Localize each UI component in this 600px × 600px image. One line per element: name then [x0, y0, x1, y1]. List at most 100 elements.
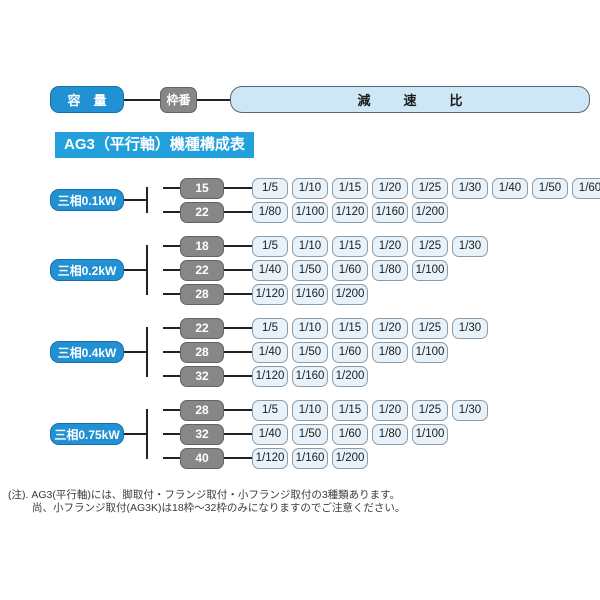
ratio-box: 1/60 — [332, 423, 368, 445]
ratio-box: 1/5 — [252, 235, 288, 257]
legend-strip: 容 量 枠番 減 速 比 — [50, 86, 590, 113]
ratio-connector-line — [224, 187, 252, 189]
ratio-box: 1/160 — [292, 447, 328, 469]
ratio-box: 1/30 — [452, 177, 488, 199]
frame-box: 18 — [180, 235, 224, 257]
ratio-connector-line — [224, 457, 252, 459]
capacity-connector-line — [124, 269, 147, 271]
ratio-box: 1/25 — [412, 317, 448, 339]
ratio-box: 1/10 — [292, 317, 328, 339]
ratio-box: 1/80 — [372, 341, 408, 363]
footnote-line-1: (注). AG3(平行軸)には、脚取付・フランジ取付・小フランジ取付の3種類あり… — [8, 489, 401, 501]
ratio-box: 1/80 — [372, 423, 408, 445]
ratio-box: 1/5 — [252, 177, 288, 199]
capacity-connector-line — [124, 351, 147, 353]
legend-connector-line — [124, 98, 160, 101]
ratio-box: 1/15 — [332, 317, 368, 339]
branch-lines — [124, 176, 163, 224]
ratio-box: 1/25 — [412, 399, 448, 421]
frame-box: 32 — [180, 423, 224, 445]
ratio-box: 1/120 — [252, 447, 288, 469]
ratio-box: 1/10 — [292, 177, 328, 199]
ratio-box: 1/100 — [412, 423, 448, 445]
ratio-connector-line — [224, 211, 252, 213]
ratio-connector-line — [224, 269, 252, 271]
ratio-connector-line — [224, 409, 252, 411]
ratio-box: 1/40 — [252, 259, 288, 281]
frame-box: 28 — [180, 399, 224, 421]
frame-connector-line — [163, 327, 180, 329]
frame-box: 28 — [180, 283, 224, 305]
branch-vertical-line — [146, 245, 148, 295]
ratio-box: 1/15 — [332, 177, 368, 199]
capacity-box: 三相0.2kW — [50, 259, 124, 281]
ratio-box: 1/15 — [332, 399, 368, 421]
frame-box: 22 — [180, 317, 224, 339]
ratio-box: 1/160 — [292, 365, 328, 387]
ratio-connector-line — [224, 327, 252, 329]
ratio-box: 1/60 — [332, 259, 368, 281]
ratio-box: 1/40 — [492, 177, 528, 199]
capacity-connector-line — [124, 433, 147, 435]
frame-connector-line — [163, 457, 180, 459]
footnote: (注). AG3(平行軸)には、脚取付・フランジ取付・小フランジ取付の3種類あり… — [8, 489, 405, 515]
ratio-box: 1/120 — [252, 283, 288, 305]
ratio-box: 1/60 — [332, 341, 368, 363]
ratio-box: 1/40 — [252, 341, 288, 363]
ratio-box: 1/5 — [252, 399, 288, 421]
ratio-connector-line — [224, 293, 252, 295]
ratio-box: 1/50 — [532, 177, 568, 199]
ratio-box: 1/100 — [412, 341, 448, 363]
frame-box: 15 — [180, 177, 224, 199]
footnote-line-2: 尚、小フランジ取付(AG3K)は18枠～32枠のみになりますのでご注意ください。 — [32, 502, 406, 514]
ratio-box: 1/200 — [332, 447, 368, 469]
ratio-box: 1/80 — [372, 259, 408, 281]
frame-connector-line — [163, 293, 180, 295]
ratio-box: 1/200 — [332, 365, 368, 387]
ratio-box: 1/50 — [292, 259, 328, 281]
ratio-box: 1/15 — [332, 235, 368, 257]
ratio-box: 1/160 — [292, 283, 328, 305]
capacity-connector-line — [124, 199, 147, 201]
ratio-connector-line — [224, 351, 252, 353]
frame-box: 28 — [180, 341, 224, 363]
ratio-connector-line — [224, 433, 252, 435]
section-title: AG3（平行軸）機種構成表 — [55, 132, 254, 158]
frame-box: 40 — [180, 447, 224, 469]
capacity-box: 三相0.75kW — [50, 423, 124, 445]
capacity-box: 三相0.1kW — [50, 189, 124, 211]
branch-lines — [124, 234, 163, 306]
ratio-box: 1/40 — [252, 423, 288, 445]
frame-connector-line — [163, 351, 180, 353]
branch-vertical-line — [146, 327, 148, 377]
ratio-connector-line — [224, 245, 252, 247]
ratio-connector-line — [224, 375, 252, 377]
frame-connector-line — [163, 187, 180, 189]
ratio-box: 1/30 — [452, 317, 488, 339]
frame-connector-line — [163, 269, 180, 271]
